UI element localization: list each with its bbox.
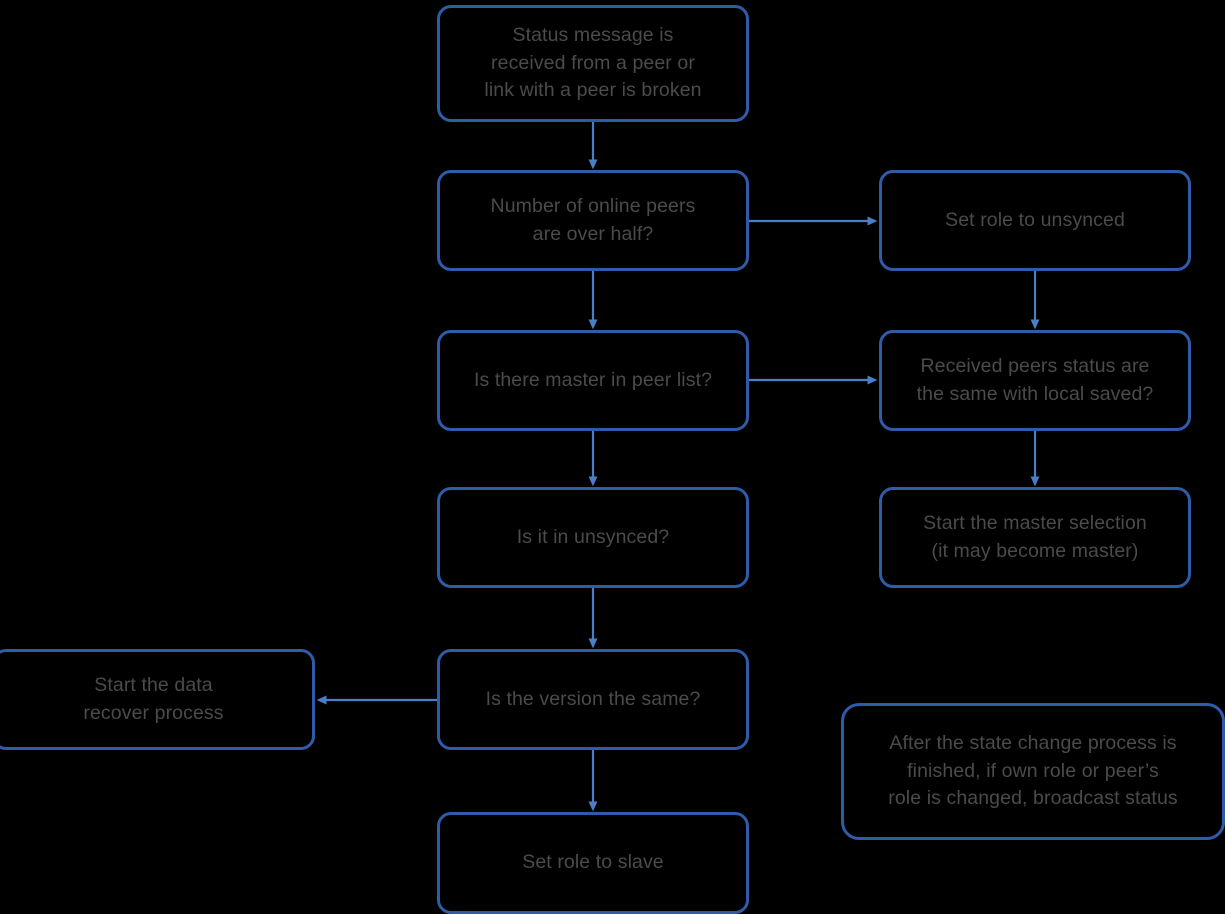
node-label: Number of online peers are over half?: [490, 194, 696, 245]
node-label: Set role to slave: [522, 851, 664, 874]
node-label: After the state change process is finish…: [888, 731, 1178, 810]
node-label: Received peers status are the same with …: [916, 354, 1154, 405]
node-label: Is there master in peer list?: [473, 368, 713, 391]
node-label: Start the master selection (it may becom…: [923, 511, 1147, 562]
node-start-master-selection[interactable]: Start the master selection (it may becom…: [879, 487, 1191, 588]
node-is-the-version-the-same[interactable]: Is the version the same?: [437, 649, 749, 750]
node-is-it-in-unsynced[interactable]: Is it in unsynced?: [437, 487, 749, 588]
node-is-there-master-in-peer-list[interactable]: Is there master in peer list?: [437, 330, 749, 431]
node-label: Status message is received from a peer o…: [484, 23, 702, 102]
node-set-role-unsynced[interactable]: Set role to unsynced: [879, 170, 1191, 271]
node-label: Is the version the same?: [485, 687, 701, 710]
node-start-data-recover-process[interactable]: Start the data recover process: [0, 649, 315, 750]
node-set-role-slave[interactable]: Set role to slave: [437, 812, 749, 914]
node-label: Is it in unsynced?: [516, 525, 670, 548]
node-label: Set role to unsynced: [945, 208, 1125, 231]
node-after-state-change-note[interactable]: After the state change process is finish…: [841, 703, 1225, 840]
node-online-peers-over-half[interactable]: Number of online peers are over half?: [437, 170, 749, 271]
node-status-message-received[interactable]: Status message is received from a peer o…: [437, 5, 749, 122]
node-label: Start the data recover process: [83, 673, 224, 724]
node-received-peers-status-same[interactable]: Received peers status are the same with …: [879, 330, 1191, 431]
